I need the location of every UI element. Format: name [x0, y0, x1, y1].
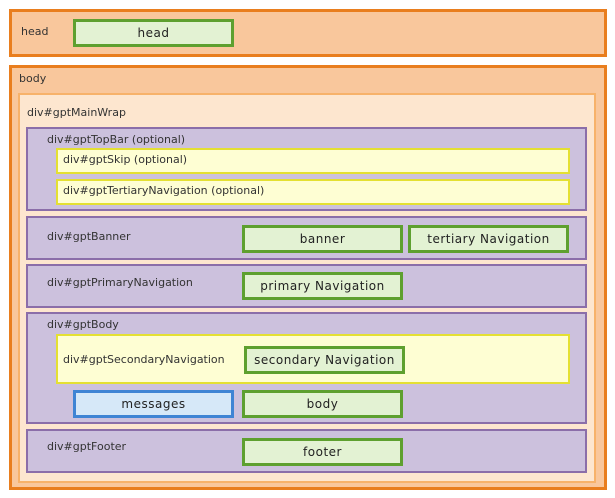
footer-label: div#gptFooter	[47, 440, 127, 453]
primary-navigation-band	[26, 264, 587, 308]
body-slot: body	[242, 390, 403, 418]
main-wrap-label: div#gptMainWrap	[27, 106, 126, 119]
tertiary-optional-label: div#gptTertiaryNavigation (optional)	[63, 184, 265, 197]
primary-navigation-slot: primary Navigation	[242, 272, 403, 300]
top-bar-label: div#gptTopBar (optional)	[47, 133, 186, 146]
banner-label: div#gptBanner	[47, 230, 131, 243]
secondary-navigation-slot: secondary Navigation	[244, 346, 405, 374]
secondary-navigation-box	[56, 334, 570, 384]
primary-navigation-label: div#gptPrimaryNavigation	[47, 276, 193, 289]
body-region-label: body	[19, 72, 47, 85]
messages-slot: messages	[73, 390, 234, 418]
secondary-navigation-label: div#gptSecondaryNavigation	[63, 353, 225, 366]
banner-slot: banner	[242, 225, 403, 253]
head-slot: head	[73, 19, 234, 47]
skip-box	[56, 148, 570, 174]
head-region-label: head	[21, 25, 49, 38]
tertiary-optional-box	[56, 179, 570, 205]
gpt-body-label: div#gptBody	[47, 318, 119, 331]
skip-label: div#gptSkip (optional)	[63, 153, 188, 166]
tertiary-navigation-slot: tertiary Navigation	[408, 225, 569, 253]
footer-slot: footer	[242, 438, 403, 466]
